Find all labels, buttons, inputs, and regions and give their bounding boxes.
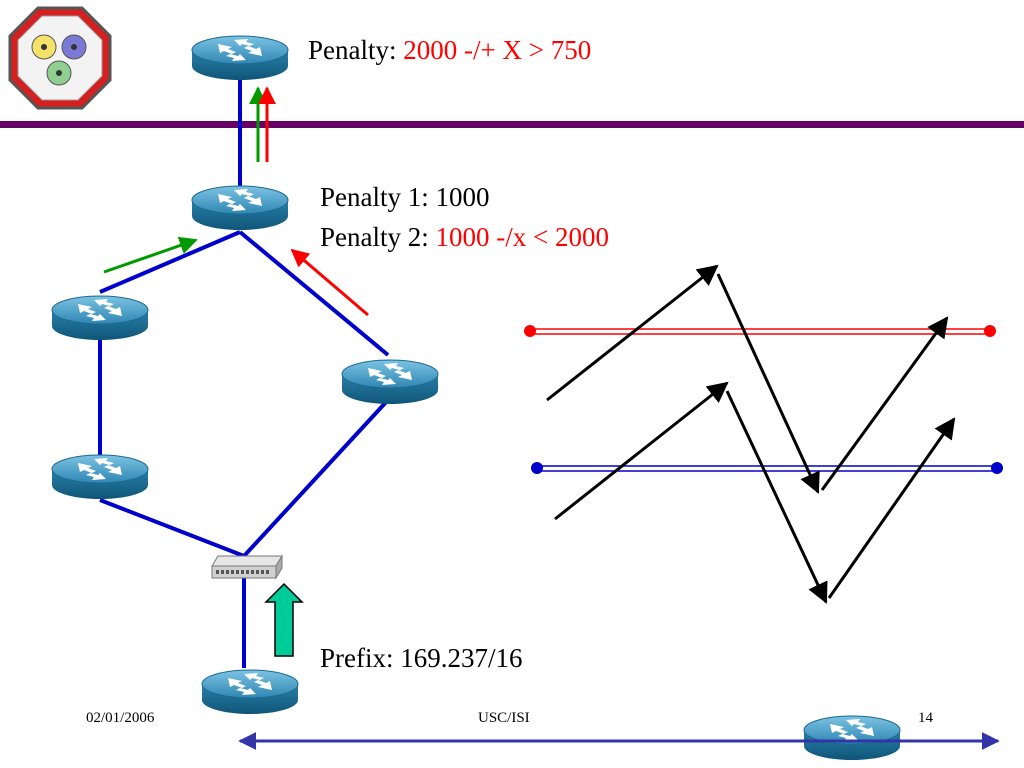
banner-line bbox=[0, 121, 1024, 128]
footer-date: 02/01/2006 bbox=[86, 710, 155, 726]
suppress-threshold-line bbox=[524, 325, 996, 337]
penalty-curve-1 bbox=[546, 264, 949, 494]
router-icon bbox=[191, 185, 289, 231]
octagon-logo-icon bbox=[8, 6, 112, 110]
penalty-top-label: Penalty: 2000 -/+ X > 750 bbox=[308, 35, 591, 66]
penalty1-label: Penalty 1: 1000 bbox=[320, 182, 490, 213]
penalty-top-value: 2000 -/+ X > 750 bbox=[403, 35, 592, 65]
router-icon bbox=[51, 454, 149, 500]
penalty-curve-2 bbox=[554, 381, 956, 604]
penalty-top-text: Penalty: bbox=[308, 35, 404, 65]
router-icon bbox=[191, 35, 289, 81]
footer-page-number: 14 bbox=[918, 710, 933, 726]
router-icon bbox=[341, 359, 439, 405]
penalty2-text: Penalty 2: bbox=[320, 222, 436, 252]
reuse-threshold-line bbox=[531, 462, 1003, 474]
red-announce-arrow bbox=[290, 248, 369, 317]
router-icon bbox=[51, 295, 149, 341]
penalty2-label: Penalty 2: 1000 -/x < 2000 bbox=[320, 222, 609, 253]
penalty1-value: 1000 bbox=[435, 182, 490, 212]
switch-icon bbox=[211, 554, 283, 580]
up-arrow-icon bbox=[264, 582, 304, 657]
router-icon bbox=[201, 669, 299, 715]
router-icon bbox=[803, 715, 901, 761]
penalty2-value: 1000 -/x < 2000 bbox=[435, 222, 609, 252]
network-links bbox=[98, 78, 390, 668]
penalty1-text: Penalty 1: bbox=[320, 182, 436, 212]
footer-org: USC/ISI bbox=[478, 710, 530, 726]
green-announce-arrow bbox=[103, 236, 198, 274]
prefix-label: Prefix: 169.237/16 bbox=[320, 643, 523, 673]
